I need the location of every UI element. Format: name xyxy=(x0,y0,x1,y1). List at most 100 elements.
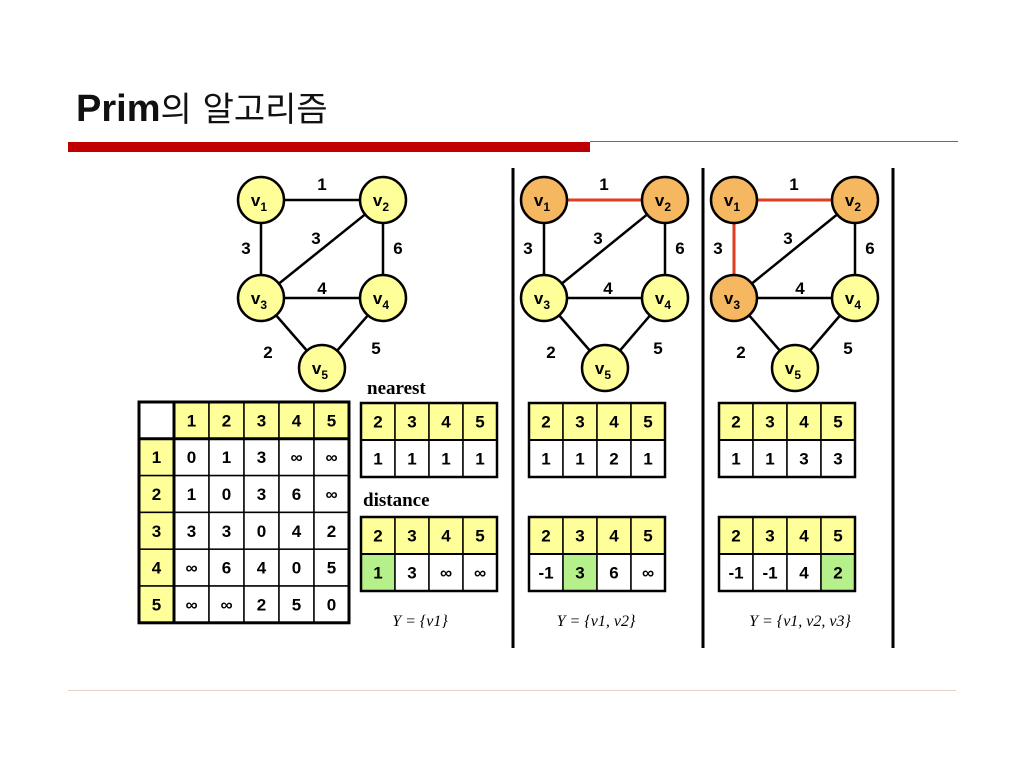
distance-table-2-value: 6 xyxy=(609,564,618,583)
matrix-value: ∞ xyxy=(185,595,197,614)
node-v2: v2 xyxy=(640,175,690,225)
matrix-cell-5-1 xyxy=(173,585,210,624)
matrix-value: 5 xyxy=(292,595,301,614)
node-v4: v4 xyxy=(358,273,408,323)
matrix-value: 3 xyxy=(257,485,266,504)
edge-weight-v3-v4: 4 xyxy=(603,279,613,298)
node-v5: v5 xyxy=(580,343,630,393)
title-rest: 의 알고리즘 xyxy=(160,90,328,130)
node-v3: v3 xyxy=(709,273,759,323)
matrix-value: 3 xyxy=(257,411,266,430)
edge-weight-v2-v4: 6 xyxy=(675,239,684,258)
matrix-value: 4 xyxy=(152,559,162,578)
matrix-cell-0-2 xyxy=(208,401,245,440)
distance-table-1-header: 3 xyxy=(407,527,416,546)
distance-table-2-header: 2 xyxy=(541,527,550,546)
nearest-table-2-value: 1 xyxy=(643,450,652,469)
node-v5: v5 xyxy=(770,343,820,393)
distance-table-3-value: -1 xyxy=(728,564,743,583)
matrix-value: 0 xyxy=(292,559,301,578)
nearest-table-3-value: 3 xyxy=(799,450,808,469)
matrix-value: ∞ xyxy=(290,448,302,467)
distance-table-2-header: 3 xyxy=(575,527,584,546)
matrix-cell-3-4 xyxy=(278,511,315,550)
matrix-value: ∞ xyxy=(185,559,197,578)
nearest-table-2-value: 1 xyxy=(575,450,584,469)
edge-v2-v3 xyxy=(543,199,666,299)
distance-table-2-header: 4 xyxy=(609,527,619,546)
distance-table-1-header: 5 xyxy=(475,527,484,546)
distance-table-3-value: 4 xyxy=(799,564,809,583)
matrix-cell-2-0 xyxy=(138,474,175,514)
node-v4: v4 xyxy=(830,273,880,323)
distance-table-1-value: 3 xyxy=(407,564,416,583)
matrix-cell-0-0 xyxy=(138,401,175,440)
edge-v2-v3 xyxy=(733,199,856,299)
edge-weight-v2-v3: 3 xyxy=(593,229,602,248)
nearest-table-1-value: 1 xyxy=(407,450,416,469)
distance-table-3-value: -1 xyxy=(762,564,777,583)
node-v1: v1 xyxy=(519,175,569,225)
edge-weight-v2-v4: 6 xyxy=(865,239,874,258)
node-v4: v4 xyxy=(640,273,690,323)
matrix-cell-5-3 xyxy=(243,585,280,624)
matrix-value: 3 xyxy=(222,522,231,541)
edge-weight-v1-v3: 3 xyxy=(523,239,532,258)
matrix-cell-4-5 xyxy=(313,548,350,587)
matrix-value: 2 xyxy=(327,522,336,541)
matrix-value: 2 xyxy=(222,411,231,430)
nearest-table-2-value: 1 xyxy=(541,450,550,469)
matrix-value: 5 xyxy=(327,411,336,430)
matrix-value: 3 xyxy=(257,448,266,467)
distance-table-3-header: 5 xyxy=(833,527,842,546)
matrix-value: 0 xyxy=(257,522,266,541)
node-v3: v3 xyxy=(519,273,569,323)
nearest-table-2-header: 4 xyxy=(609,413,619,432)
distance-table-3-value: 2 xyxy=(833,564,842,583)
matrix-value: 0 xyxy=(222,485,231,504)
edge-weight-v1-v2: 1 xyxy=(599,175,608,194)
distance-table-1-value: 1 xyxy=(373,564,382,583)
edge-weight-v4-v5: 5 xyxy=(371,339,380,358)
edge-weight-v1-v2: 1 xyxy=(317,175,326,194)
edge-weight-v4-v5: 5 xyxy=(653,339,662,358)
edge-weight-v1-v2: 1 xyxy=(789,175,798,194)
matrix-value: 2 xyxy=(152,485,161,504)
edge-weight-v1-v3: 3 xyxy=(241,239,250,258)
matrix-value: 0 xyxy=(187,448,196,467)
matrix-value: 0 xyxy=(327,595,336,614)
matrix-value: 1 xyxy=(152,448,161,467)
slide-title: Prim의 알고리즘 xyxy=(76,82,328,131)
distance-table-3-header: 2 xyxy=(731,527,740,546)
distance-table-2-value: ∞ xyxy=(642,564,654,583)
matrix-value: 4 xyxy=(257,559,267,578)
edge-v2-v3 xyxy=(260,199,384,299)
matrix-cell-5-2 xyxy=(208,585,245,624)
title-underline-bar xyxy=(68,142,590,152)
nearest-table-1-value: 1 xyxy=(373,450,382,469)
node-v1: v1 xyxy=(236,175,286,225)
nearest-table-3-header: 5 xyxy=(833,413,842,432)
node-v3: v3 xyxy=(236,273,286,323)
edge-weight-v1-v3: 3 xyxy=(713,239,722,258)
matrix-value: 2 xyxy=(257,595,266,614)
matrix-value: ∞ xyxy=(325,448,337,467)
matrix-value: 4 xyxy=(292,411,302,430)
nearest-table-3-value: 1 xyxy=(765,450,774,469)
edge-weight-v4-v5: 5 xyxy=(843,339,852,358)
edge-weight-v2-v3: 3 xyxy=(783,229,792,248)
distance-table-3-header: 4 xyxy=(799,527,809,546)
nearest-table-2-header: 5 xyxy=(643,413,652,432)
edge-weight-v2-v4: 6 xyxy=(393,239,402,258)
nearest-table-1-value: 1 xyxy=(475,450,484,469)
distance-table-2-header: 5 xyxy=(643,527,652,546)
matrix-value: 3 xyxy=(187,522,196,541)
matrix-value: 3 xyxy=(152,522,161,541)
